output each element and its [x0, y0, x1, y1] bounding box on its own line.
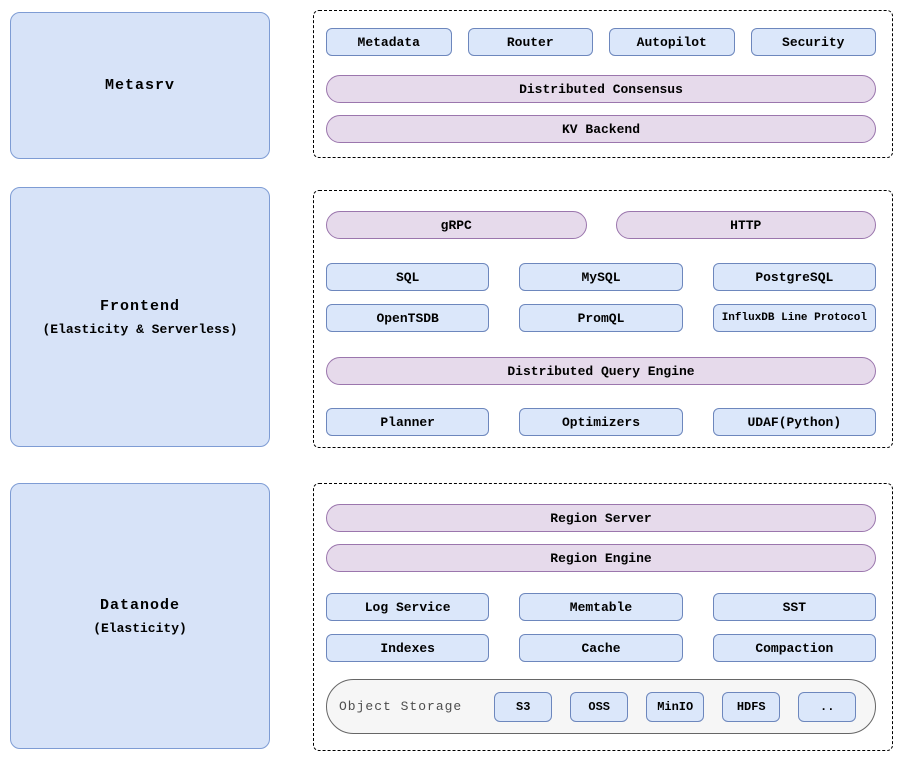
box-sst: SST: [712, 593, 876, 621]
datanode-components-row-2: Indexes Cache Compaction: [326, 634, 876, 662]
node-metasrv: Metasrv: [10, 12, 270, 159]
chip-s3: S3: [494, 691, 553, 722]
frontend-panel: gRPC HTTP SQL MySQL PostgreSQL OpenTSDB …: [313, 190, 893, 448]
metasrv-components-row: Metadata Router Autopilot Security: [326, 28, 876, 56]
chip-other: ..: [798, 691, 857, 722]
box-influxdb-line-protocol: InfluxDB Line Protocol: [712, 304, 876, 332]
box-cache: Cache: [519, 634, 683, 662]
node-datanode: Datanode (Elasticity): [10, 483, 270, 749]
datanode-components-row-1: Log Service Memtable SST: [326, 593, 876, 621]
box-promql: PromQL: [519, 304, 683, 332]
object-storage-label: Object Storage: [339, 699, 463, 714]
node-metasrv-title: Metasrv: [104, 77, 175, 94]
box-autopilot: Autopilot: [609, 28, 735, 56]
pill-region-engine: Region Engine: [326, 544, 876, 572]
pill-http: HTTP: [615, 211, 876, 239]
box-mysql: MySQL: [519, 263, 683, 291]
box-planner: Planner: [326, 408, 490, 436]
box-indexes: Indexes: [326, 634, 490, 662]
box-sql: SQL: [326, 263, 490, 291]
pill-region-server: Region Server: [326, 504, 876, 532]
chip-hdfs: HDFS: [722, 691, 781, 722]
pill-distributed-consensus: Distributed Consensus: [326, 75, 876, 103]
box-log-service: Log Service: [326, 593, 490, 621]
object-storage-container: Object Storage S3 OSS MinIO HDFS ..: [326, 679, 876, 734]
pill-distributed-query-engine: Distributed Query Engine: [326, 357, 876, 385]
box-router: Router: [467, 28, 593, 56]
box-metadata: Metadata: [326, 28, 452, 56]
node-frontend-subtitle: (Elasticity & Serverless): [42, 321, 238, 337]
box-udaf-python: UDAF(Python): [712, 408, 876, 436]
node-datanode-title: Datanode: [99, 596, 180, 614]
box-security: Security: [750, 28, 876, 56]
node-datanode-subtitle: (Elasticity): [93, 620, 187, 636]
frontend-engine-row: Planner Optimizers UDAF(Python): [326, 408, 876, 436]
node-frontend-title: Frontend: [99, 297, 180, 315]
pill-kv-backend: KV Backend: [326, 115, 876, 143]
box-compaction: Compaction: [712, 634, 876, 662]
frontend-protocols-row-2: OpenTSDB PromQL InfluxDB Line Protocol: [326, 304, 876, 332]
datanode-panel: Region Server Region Engine Log Service …: [313, 483, 893, 751]
frontend-protocols-row-1: SQL MySQL PostgreSQL: [326, 263, 876, 291]
box-postgresql: PostgreSQL: [712, 263, 876, 291]
box-optimizers: Optimizers: [519, 408, 683, 436]
chip-oss: OSS: [570, 691, 629, 722]
pill-grpc: gRPC: [326, 211, 587, 239]
chip-minio: MinIO: [646, 691, 705, 722]
box-opentsdb: OpenTSDB: [326, 304, 490, 332]
box-memtable: Memtable: [519, 593, 683, 621]
metasrv-panel: Metadata Router Autopilot Security Distr…: [313, 10, 893, 158]
node-frontend: Frontend (Elasticity & Serverless): [10, 187, 270, 447]
frontend-endpoints-row: gRPC HTTP: [326, 211, 876, 239]
